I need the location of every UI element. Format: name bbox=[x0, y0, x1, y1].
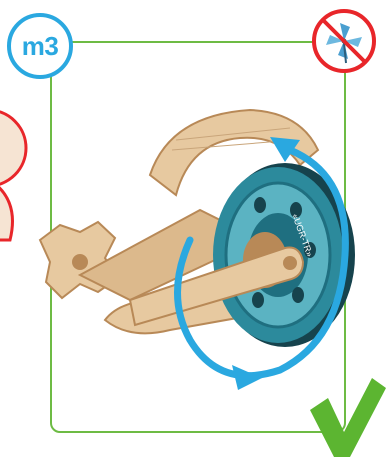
step-badge: m3 bbox=[7, 13, 73, 79]
checkmark-icon bbox=[310, 378, 386, 457]
previous-step-thumbnail bbox=[0, 110, 26, 240]
no-propeller-icon bbox=[314, 11, 374, 71]
step-label: m3 bbox=[22, 31, 59, 62]
